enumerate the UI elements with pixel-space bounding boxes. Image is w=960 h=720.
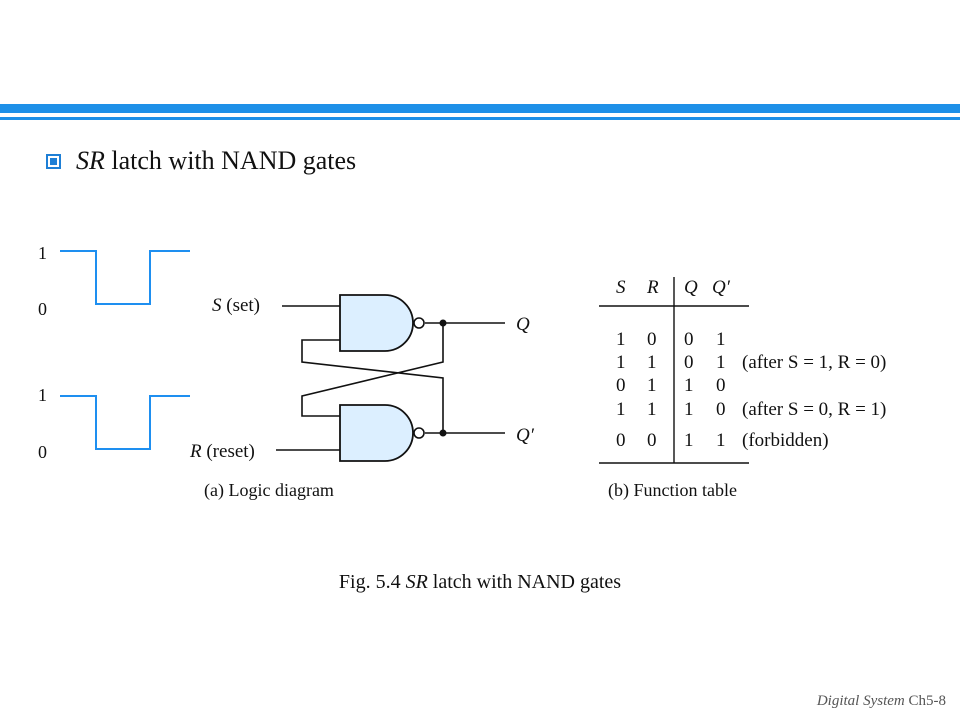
table-cell: 1 <box>647 399 657 420</box>
q-junction-dot <box>439 319 447 327</box>
table-note: (forbidden) <box>742 430 829 451</box>
waveform-s: 1 0 <box>38 243 190 319</box>
waveform-r-high-label: 1 <box>38 385 47 405</box>
table-cell: 0 <box>684 329 694 350</box>
footer-course: Digital System <box>816 693 905 709</box>
nand-gate-top <box>339 294 425 352</box>
bullet-heading: SR latch with NAND gates <box>46 146 356 176</box>
qprime-junction-dot <box>439 429 447 437</box>
table-note: (after S = 1, R = 0) <box>742 352 886 373</box>
title-bar-thin <box>0 117 960 120</box>
table-header-q: Q <box>684 277 698 298</box>
table-cell: 1 <box>647 375 657 396</box>
table-cell: 1 <box>716 329 726 350</box>
figure-label: Fig. 5.4 <box>338 571 406 593</box>
latch-wiring <box>276 305 505 451</box>
waveform-r: 1 0 <box>38 385 190 462</box>
table-cell: 0 <box>716 375 726 396</box>
heading-text: latch with NAND gates <box>104 146 357 175</box>
figure-caption: Fig. 5.4 SR latch with NAND gates <box>0 571 960 594</box>
table-cell: 0 <box>716 399 726 420</box>
table-cell: 1 <box>716 352 726 373</box>
table-cell: 0 <box>647 329 657 350</box>
table-cell: 1 <box>716 430 726 451</box>
table-header-r: R <box>646 277 659 298</box>
table-header-qprime: Q′ <box>712 277 731 298</box>
figure-italic: SR <box>405 571 428 593</box>
table-note: (after S = 0, R = 1) <box>742 399 886 420</box>
table-cell: 1 <box>684 430 694 451</box>
qprime-output-label: Q′ <box>516 425 535 446</box>
table-body: 1 0 0 1 1 1 0 1 (after S = 1, R = 0) 0 1… <box>616 329 886 451</box>
heading-italic: SR <box>76 146 105 175</box>
waveform-s-line <box>60 250 190 305</box>
slide-footer: Digital System Ch5-8 <box>817 693 946 710</box>
square-bullet-icon <box>46 153 61 169</box>
table-cell: 0 <box>647 430 657 451</box>
table-cell: 0 <box>616 430 626 451</box>
s-input-label: S (set) <box>212 295 260 316</box>
table-cell: 0 <box>616 375 626 396</box>
footer-page: Ch5-8 <box>904 693 947 709</box>
table-cell: 0 <box>684 352 694 373</box>
nand-gate-bottom <box>339 404 425 462</box>
slide-heading: SR latch with NAND gates <box>76 146 356 176</box>
figure-rest: latch with NAND gates <box>427 571 622 593</box>
table-cell: 1 <box>647 352 657 373</box>
table-header-s: S <box>616 277 626 298</box>
title-bar-thick <box>0 104 960 113</box>
table-cell: 1 <box>616 399 626 420</box>
waveform-s-high-label: 1 <box>38 243 47 263</box>
r-input-label: R (reset) <box>189 441 255 462</box>
waveform-r-line <box>60 395 190 450</box>
table-cell: 1 <box>616 329 626 350</box>
function-table: S R Q Q′ 1 0 0 1 1 1 0 1 (after S = 1, R… <box>599 277 886 501</box>
table-cell: 1 <box>684 375 694 396</box>
logic-diagram-caption: (a) Logic diagram <box>204 480 334 501</box>
waveform-s-low-label: 0 <box>38 299 47 319</box>
q-output-label: Q <box>516 314 530 335</box>
table-cell: 1 <box>616 352 626 373</box>
function-table-caption: (b) Function table <box>608 480 737 501</box>
waveform-r-low-label: 0 <box>38 442 47 462</box>
table-cell: 1 <box>684 399 694 420</box>
table-header-row: S R Q Q′ <box>616 277 731 298</box>
